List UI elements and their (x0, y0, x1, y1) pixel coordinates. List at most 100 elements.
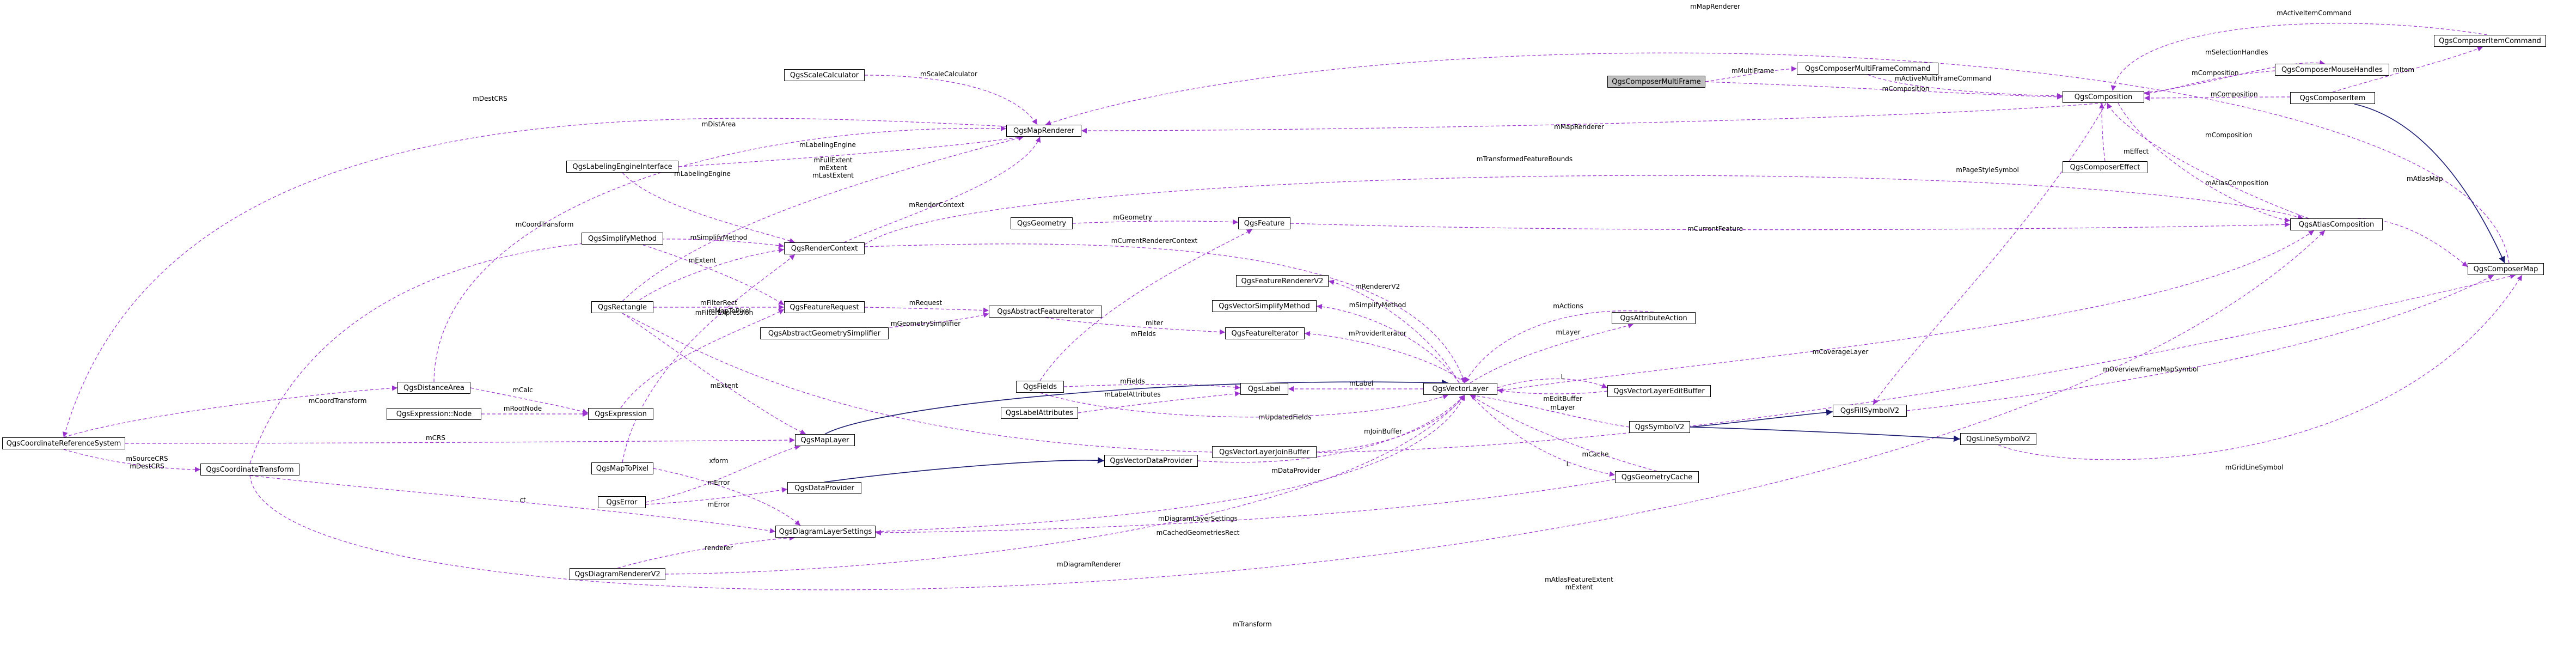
node-qgscoordinatetransform[interactable]: QgsCoordinateTransform (200, 464, 299, 476)
edge-qgsdistancearea-to-qgsmaprenderer (433, 125, 1007, 382)
edge-label: mGeometrySimplifier (891, 320, 960, 327)
edge-label: mSourceCRS (126, 455, 168, 462)
edge-label: mSimplifyMethod (690, 234, 748, 241)
edge-qgsabstractfeatureiterator-to-qgsfeatureiterator (1045, 317, 1226, 335)
edge-qgscoordinatereferencesystem-to-qgsdistancearea (63, 385, 398, 438)
edge-qgscomposermultiframe-to-qgscomposermultiframecommand (1705, 66, 1797, 82)
edge-label: mCoordTransform (516, 221, 574, 228)
edge-label: mRequest (909, 299, 943, 307)
edge-label: L (1567, 460, 1570, 468)
edge-label: mExtent (711, 382, 738, 389)
node-qgsabstractfeatureiterator[interactable]: QgsAbstractFeatureIterator (989, 306, 1102, 318)
edge-qgsgeometrycache-to-qgsdiagramlayersettings (875, 479, 1616, 535)
node-qgsvectordataprovider[interactable]: QgsVectorDataProvider (1104, 455, 1198, 467)
edge-qgsvectorlayereditbuffer-to-qgsvectorlayer (1497, 388, 1608, 394)
node-qgsrendercontext[interactable]: QgsRenderContext (784, 242, 865, 254)
edge-label: mEffect (2124, 148, 2149, 155)
node-qgslabel[interactable]: QgsLabel (1240, 383, 1288, 395)
node-qgsfeaturerequest[interactable]: QgsFeatureRequest (784, 301, 865, 313)
node-qgscomposermap[interactable]: QgsComposerMap (2468, 263, 2544, 275)
edge-label: mFullExtent (813, 156, 853, 164)
edge-label: mComposition (2211, 90, 2258, 98)
node-qgscomposereffect[interactable]: QgsComposerEffect (2063, 161, 2147, 173)
edge-qgsvectorlayer-to-qgsattributeaction (1470, 323, 1634, 383)
edge-label: mDistArea (702, 120, 736, 128)
node-qgslabelingengineinterface[interactable]: QgsLabelingEngineInterface (566, 161, 678, 173)
edge-qgscomposition-to-qgsmaprenderer (1081, 102, 2104, 133)
node-qgsvectorlayerjoinbuffer[interactable]: QgsVectorLayerJoinBuffer (1212, 446, 1317, 458)
edge-qgscomposition-to-qgsatlascomposition (2118, 102, 2291, 223)
edge-label: mRootNode (504, 405, 542, 412)
node-qgsatlascomposition[interactable]: QgsAtlasComposition (2290, 218, 2383, 230)
edge-label: mEditBuffer (1543, 395, 1582, 403)
edge-qgsrectangle-to-qgsmaplayer (622, 313, 806, 435)
edge-qgsmaptopixel-to-qgsrendercontext (622, 254, 796, 463)
edge-label: mComposition (2192, 69, 2239, 77)
node-qgssimplifymethod[interactable]: QgsSimplifyMethod (582, 233, 663, 245)
node-qgsfillsymbolv2[interactable]: QgsFillSymbolV2 (1833, 405, 1907, 417)
edge-qgsvectorlayer-to-qgsgeometrycache (1470, 394, 1616, 477)
node-qgscomposeritemcommand[interactable]: QgsComposerItemCommand (2434, 35, 2546, 47)
node-qgsdataprovider[interactable]: QgsDataProvider (787, 482, 861, 494)
edge-label: mActiveMultiFrameCommand (1895, 75, 1991, 82)
node-qgsexpression-node[interactable]: QgsExpression::Node (387, 408, 481, 420)
node-qgsmaplayer[interactable]: QgsMapLayer (795, 434, 855, 446)
node-qgsabstractgeometrysimplifier[interactable]: QgsAbstractGeometrySimplifier (760, 327, 889, 339)
node-qgsfields[interactable]: QgsFields (1016, 381, 1064, 393)
node-qgsmaprenderer[interactable]: QgsMapRenderer (1006, 125, 1081, 137)
node-qgsgeometry[interactable]: QgsGeometry (1011, 217, 1073, 229)
edge-label: mFields (1120, 377, 1145, 385)
edge-qgscomposition-to-qgscomposermousehandles (2144, 60, 2326, 93)
node-qgsfeatureiterator[interactable]: QgsFeatureIterator (1225, 327, 1305, 339)
edge-qgscomposermousehandles-to-qgscomposition (2144, 70, 2275, 96)
edge-label: mFilterRect (700, 299, 737, 307)
edge-qgsgeometrycache-to-qgsvectorlayer (1470, 394, 1657, 472)
node-qgsfeaturerendererv2[interactable]: QgsFeatureRendererV2 (1236, 275, 1329, 287)
edge-label: mMapToPixel (708, 307, 750, 315)
edge-qgsattributeaction-to-qgsvectorlayer (1464, 310, 1654, 383)
edge-label: mAtlasComposition (2205, 179, 2268, 187)
edge-qgsmaptopixel-to-qgsdiagramlayersettings (653, 468, 801, 526)
node-qgsmaptopixel[interactable]: QgsMapToPixel (591, 462, 653, 474)
node-qgsscalecalculator[interactable]: QgsScaleCalculator (784, 69, 865, 81)
node-qgscomposermultiframe[interactable]: QgsComposerMultiFrame (1607, 76, 1705, 88)
node-qgscomposermultiframecommand[interactable]: QgsComposerMultiFrameCommand (1797, 63, 1938, 75)
node-qgslinesymbolv2[interactable]: QgsLineSymbolV2 (1960, 433, 2036, 445)
edge-qgsfeaturerequest-to-qgsabstractfeatureiterator (864, 307, 989, 313)
node-qgsgeometrycache[interactable]: QgsGeometryCache (1615, 471, 1699, 483)
node-qgsfeature[interactable]: QgsFeature (1238, 217, 1290, 229)
edge-label: mTransformedFeatureBounds (1477, 155, 1572, 163)
edge-qgsrectangle-to-qgsmaprenderer (622, 135, 1024, 302)
edge-label: mDestCRS (473, 95, 507, 102)
node-qgsrectangle[interactable]: QgsRectangle (591, 301, 653, 313)
edge-label: mCurrentRendererContext (1111, 237, 1198, 245)
edge-label: mRendererV2 (1355, 283, 1400, 290)
edge-label: mIter (1146, 319, 1163, 327)
node-qgsvectorsimplifymethod[interactable]: QgsVectorSimplifyMethod (1212, 300, 1317, 312)
node-qgsdiagramlayersettings[interactable]: QgsDiagramLayerSettings (775, 526, 876, 538)
node-qgsvectorlayer[interactable]: QgsVectorLayer (1423, 383, 1497, 395)
node-qgsdiagramrendererv2[interactable]: QgsDiagramRendererV2 (570, 568, 665, 580)
edge-qgsgeometry-to-qgsfeature (1072, 219, 1239, 225)
node-qgscomposition[interactable]: QgsComposition (2063, 91, 2144, 103)
node-qgscoordinatereferencesystem[interactable]: QgsCoordinateReferenceSystem (2, 437, 125, 449)
edge-qgsfeature-to-qgsatlascomposition (1290, 222, 2291, 230)
edge-qgscoordinatetransform-to-qgsdiagramlayersettings (249, 475, 776, 534)
node-qgssymbolv2[interactable]: QgsSymbolV2 (1629, 421, 1690, 433)
node-qgserror[interactable]: QgsError (598, 496, 646, 508)
edge-qgsrendercontext-to-qgsatlascomposition (864, 175, 2304, 245)
node-qgscomposeritem[interactable]: QgsComposerItem (2290, 92, 2375, 104)
edge-qgsfields-to-qgsfeature (1039, 229, 1253, 381)
edge-label: mCache (1582, 450, 1608, 458)
node-qgsattributeaction[interactable]: QgsAttributeAction (1612, 312, 1696, 324)
node-qgsexpression[interactable]: QgsExpression (588, 408, 653, 420)
edge-label: mFilterExpression (695, 309, 754, 316)
edge-qgssimplifymethod-to-qgsfeaturerequest (622, 238, 785, 306)
node-qgscomposermousehandles[interactable]: QgsComposerMouseHandles (2275, 64, 2389, 76)
edge-qgsdiagramlayersettings-to-qgsvectorlayer (875, 394, 1465, 532)
node-qgslabelattributes[interactable]: QgsLabelAttributes (1001, 407, 1078, 419)
edge-qgsfeatureiterator-to-qgsvectorlayer (1304, 331, 1465, 383)
node-qgsdistancearea[interactable]: QgsDistanceArea (397, 382, 470, 394)
node-qgsvectorlayereditbuffer[interactable]: QgsVectorLayerEditBuffer (1607, 385, 1711, 397)
